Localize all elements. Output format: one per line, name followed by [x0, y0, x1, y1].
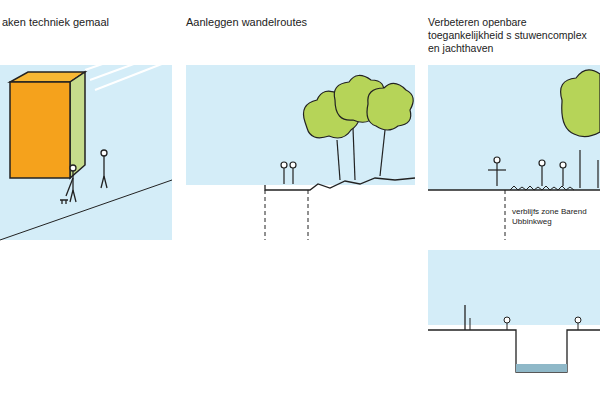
panel-heading: Verbeteren openbare toegankelijkheid s s…	[428, 16, 596, 55]
panel-heading: Aanleggen wandelroutes	[186, 16, 386, 30]
zone-note: verblijfs zone Barend Ubbinkweg	[512, 207, 596, 227]
panel-heading: aken techniek gemaal	[2, 16, 172, 30]
